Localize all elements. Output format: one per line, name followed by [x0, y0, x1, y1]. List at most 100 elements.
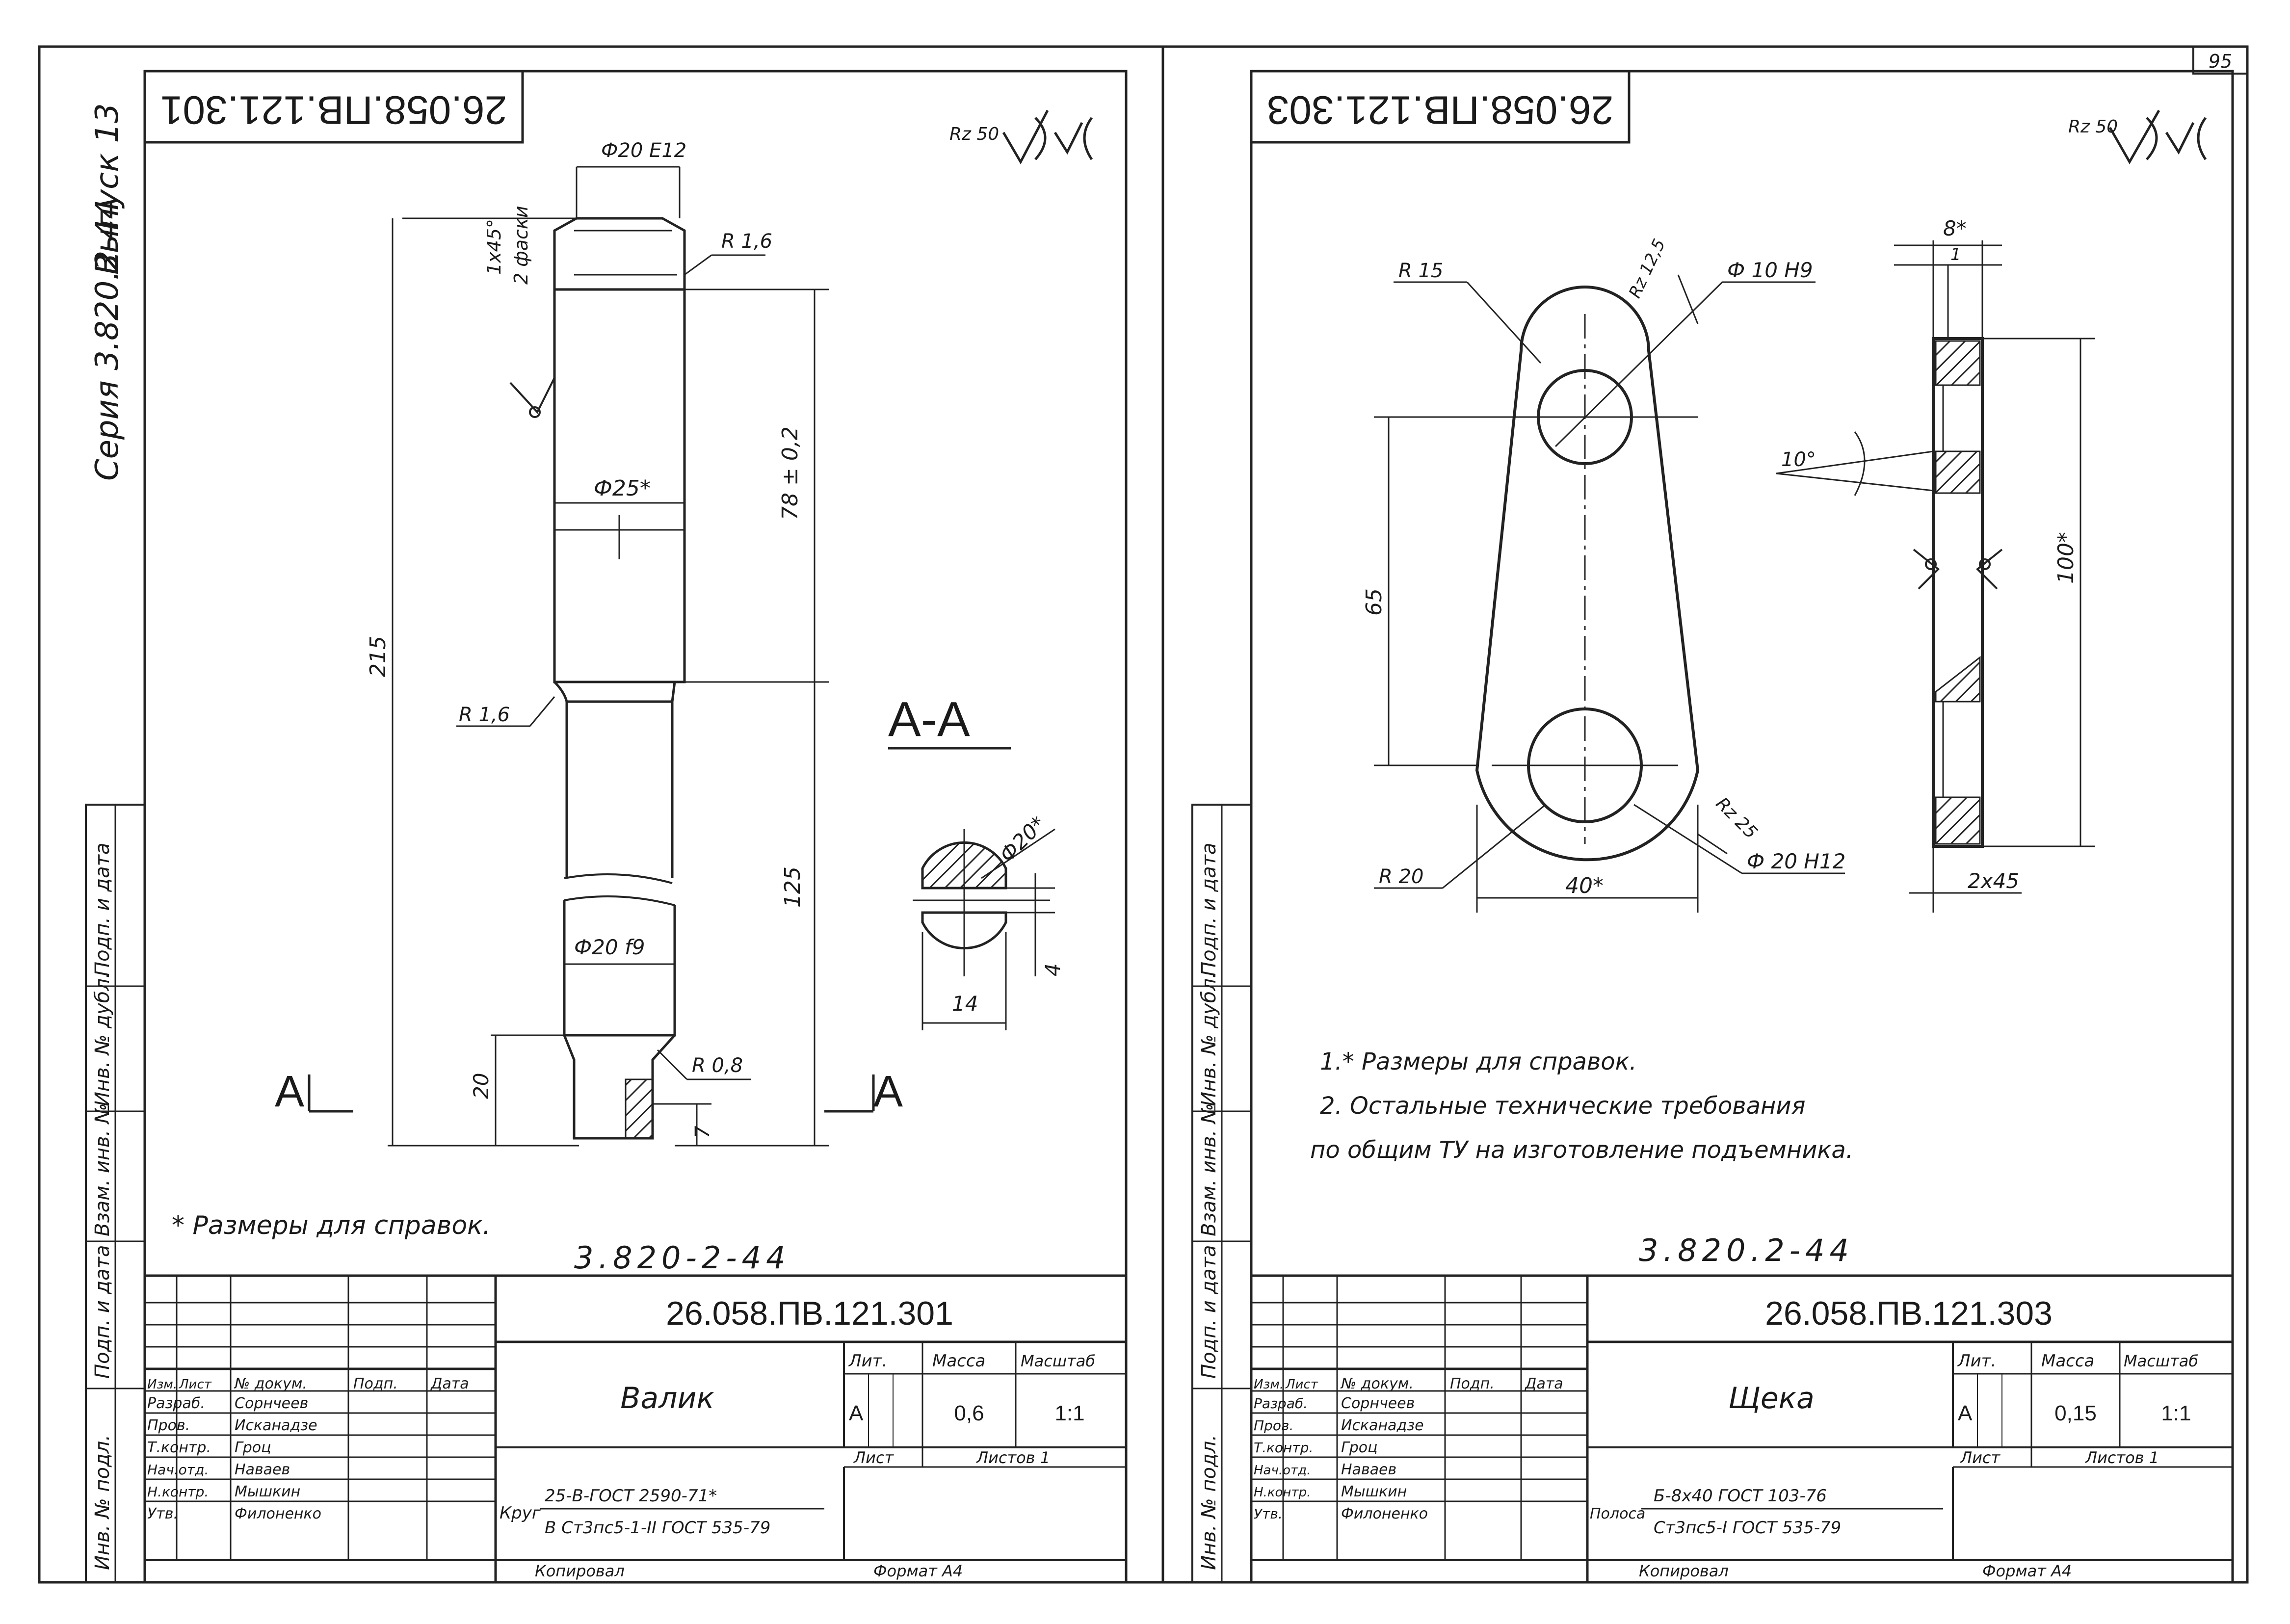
sheet1-mass-value: 0,6 — [954, 1401, 984, 1425]
sheet2-footer-format: Формат А4 — [1982, 1562, 2072, 1580]
series-label: Серия 3.820.2-44 — [89, 199, 126, 481]
sheet1-person-2: Исканадзе — [235, 1417, 317, 1434]
sheet2-code-stamp-box — [1250, 70, 1631, 144]
margin-box-sign-date-bottom: Подп. и дата — [91, 1245, 114, 1379]
sheet2-material-1: Б-8х40 ГОСТ 103-76 — [1654, 1486, 1827, 1506]
sheet1-material-prefix: Круг — [500, 1503, 541, 1523]
sheet1-roughness-bracket-icon — [1034, 117, 1093, 160]
sheet1-note: * Размеры для справок. — [172, 1211, 491, 1240]
sheet1-hdr-izm: Изм. — [147, 1377, 177, 1392]
page-number: 95 — [2209, 51, 2232, 72]
sheet2-person-2: Исканадзе — [1341, 1417, 1424, 1434]
sheet1-footer-format: Формат А4 — [873, 1562, 963, 1580]
section-a-a: А-А Ф20* 14 4 — [888, 692, 1065, 1030]
sheet1-role-6: Утв. — [147, 1505, 178, 1522]
sheet1-code-stamp-box — [143, 70, 524, 144]
sheet2-hdr-date: Дата — [1524, 1375, 1563, 1392]
sheet2-series-handwritten: 3.820.2-44 — [1639, 1232, 1854, 1268]
sheet2-hdr-doc: № докум. — [1340, 1375, 1414, 1392]
sheet2-designation: 26.058.ПВ.121.303 — [1765, 1295, 2053, 1332]
sheet2-code-stamp: 26.058.ПВ.121.303 — [1267, 87, 1613, 132]
sheet2-lit-label: Лит. — [1957, 1351, 1996, 1371]
sheet2-sheets-label: Листов 1 — [2085, 1448, 2159, 1467]
sheet2-role-1: Разраб. — [1254, 1395, 1308, 1412]
cheek-side-view — [1776, 240, 2095, 913]
dim-d-low: Ф20 f9 — [574, 935, 645, 959]
sheet1-part-name: Валик — [620, 1381, 714, 1415]
sheet1-lit-label: Лит. — [848, 1351, 887, 1371]
sheet1-title-block — [143, 1274, 1128, 1584]
sheet1-role-1: Разраб. — [147, 1395, 205, 1412]
sheet1-person-1: Сорнчеев — [235, 1395, 308, 1412]
sheet1-hdr-date: Дата — [430, 1375, 469, 1392]
sheet2-lit-value: А — [1958, 1401, 1973, 1425]
page-outer-frame — [38, 45, 2249, 1584]
sheet1-code-stamp: 26.058.ПВ.121.301 — [160, 87, 507, 132]
dim-r-low: R 0,8 — [692, 1054, 743, 1077]
margin2-box-sign-date-top: Подп. и дата — [1198, 843, 1220, 976]
cut-marker-right: А — [873, 1067, 903, 1116]
cheek-front-view — [1374, 274, 1845, 913]
section-label: А-А — [888, 692, 970, 747]
sheet2-hdr-sign: Подп. — [1450, 1375, 1495, 1392]
sheet2-person-3: Гроц — [1341, 1439, 1378, 1456]
sheet1-designation: 26.058.ПВ.121.301 — [666, 1295, 953, 1332]
dim-r-mid: R 1,6 — [459, 704, 510, 726]
shaft-view — [308, 166, 875, 1147]
sheet2-footer-copied: Копировал — [1639, 1562, 1729, 1580]
sheet1-hdr-list: Лист — [179, 1377, 212, 1392]
dim-len-125: 125 — [780, 866, 805, 908]
sheet2-material-2: Ст3пс5-I ГОСТ 535-79 — [1654, 1518, 1841, 1538]
sheet2-role-4: Нач.отд. — [1254, 1463, 1311, 1478]
sheet1-footer-copied: Копировал — [535, 1562, 625, 1580]
sheet2-mass-value: 0,15 — [2054, 1401, 2097, 1425]
dim-t8: 8* — [1943, 216, 1967, 240]
dim-len-78: 78 ± 0,2 — [778, 426, 803, 520]
dim-t1: 1 — [1950, 245, 1961, 264]
dim-r20: R 20 — [1379, 865, 1423, 888]
sheet1-role-2: Пров. — [147, 1417, 190, 1434]
sheet2-note-2: 2. Остальные технические требования — [1320, 1092, 1805, 1120]
dim-len-65: 65 — [1362, 588, 1387, 616]
margin2-box-sign-date-bottom: Подп. и дата — [1198, 1245, 1220, 1379]
sheet2-roughness-symbol — [2108, 109, 2160, 165]
dim-r-top: R 1,6 — [721, 230, 772, 253]
sheet1-sheets-label: Листов 1 — [976, 1448, 1050, 1467]
sheet1-hdr-sign: Подп. — [353, 1375, 398, 1392]
dim-len-7: 7 — [691, 1126, 714, 1138]
sheet1-hdr-doc: № докум. — [234, 1375, 307, 1392]
sheet-2: 26.058.ПВ.121.303 Rz 50 — [1250, 70, 2234, 1584]
margin-box-dup-inv: Инв. № дубл. — [91, 972, 114, 1106]
sheet1-material-2: В Ст3пс5-1-II ГОСТ 535-79 — [545, 1518, 770, 1538]
sheet2-scale-value: 1:1 — [2161, 1401, 2191, 1425]
sheet1-sheet-label: Лист — [853, 1448, 894, 1467]
dim-d-mid: Ф25* — [594, 476, 651, 501]
sheet1-series-handwritten: 3.820-2-44 — [574, 1240, 790, 1276]
sheet2-mass-label: Масса — [2041, 1351, 2094, 1371]
page-number-box — [2192, 46, 2248, 75]
sheet2-person-1: Сорнчеев — [1341, 1395, 1415, 1412]
sheet1-lit-value: А — [849, 1401, 864, 1425]
sheet2-hdr-list: Лист — [1285, 1377, 1318, 1392]
margin2-box-dup-inv: Инв. № дубл. — [1198, 972, 1220, 1106]
sheet2-note-3: по общим ТУ на изготовление подъемника. — [1310, 1136, 1853, 1164]
sheet2-note-1: 1.* Размеры для справок. — [1320, 1048, 1637, 1075]
sheet2-hdr-izm: Изм. — [1254, 1377, 1284, 1392]
sheet1-roughness-symbol — [1002, 109, 1049, 165]
sheet1-person-4: Наваев — [235, 1461, 290, 1478]
sheet1-role-3: Т.контр. — [147, 1439, 211, 1456]
sheet2-person-4: Наваев — [1341, 1461, 1396, 1478]
sheet2-role-2: Пров. — [1254, 1417, 1293, 1434]
dim-d-top: Ф20 Е12 — [601, 139, 686, 162]
sheet1-scale-label: Масштаб — [1021, 1352, 1095, 1370]
dim-h100: 100* — [2053, 532, 2079, 584]
margin-box-orig-inv: Инв. № подл. — [91, 1435, 114, 1570]
dim-len-20: 20 — [469, 1073, 493, 1099]
section-d: Ф20* — [995, 812, 1050, 867]
dim-angle: 10° — [1781, 448, 1816, 471]
left-margin: Серия 3.820.2-44 Выпуск 13 Подп. и дата … — [85, 103, 1252, 1583]
dim-rz25: Rz 25 — [1712, 793, 1762, 843]
section-t: 4 — [1041, 963, 1065, 976]
